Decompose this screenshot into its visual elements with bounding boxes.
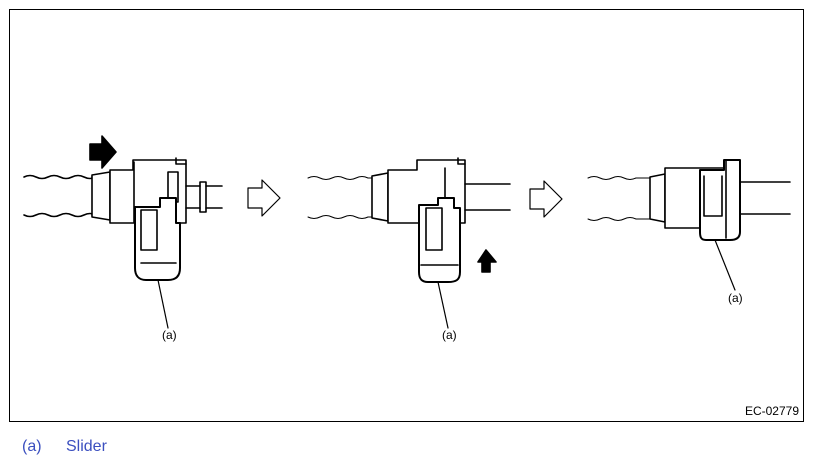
slider-stage-3 (699, 159, 741, 241)
callout-slider-1: (a) (162, 328, 177, 342)
stage-2-connector (307, 157, 511, 329)
leader-line-2 (437, 281, 449, 329)
process-arrow-1-icon (247, 179, 281, 217)
hose-stage-1 (23, 174, 97, 180)
hose-stage-1-bottom (23, 212, 97, 218)
hose-stage-3 (587, 176, 651, 180)
callout-slider-2: (a) (442, 328, 457, 342)
legend-label: Slider (66, 438, 107, 455)
legend: (a) Slider (22, 438, 107, 456)
stage-1-connector (23, 157, 223, 329)
stage-3-connector (587, 159, 791, 291)
leader-line-3 (714, 239, 736, 291)
callout-slider-3: (a) (728, 291, 743, 305)
legend-key: (a) (22, 438, 42, 455)
leader-line-1 (157, 279, 169, 329)
connector-diagram (23, 135, 791, 329)
push-right-arrow-icon (89, 135, 117, 169)
figure-frame: (a) (a) (a) EC-02779 (9, 9, 804, 422)
hose-stage-2 (307, 176, 373, 180)
process-arrow-2-icon (529, 180, 563, 218)
push-up-arrow-icon (477, 249, 497, 273)
figure-code: EC-02779 (744, 404, 799, 418)
